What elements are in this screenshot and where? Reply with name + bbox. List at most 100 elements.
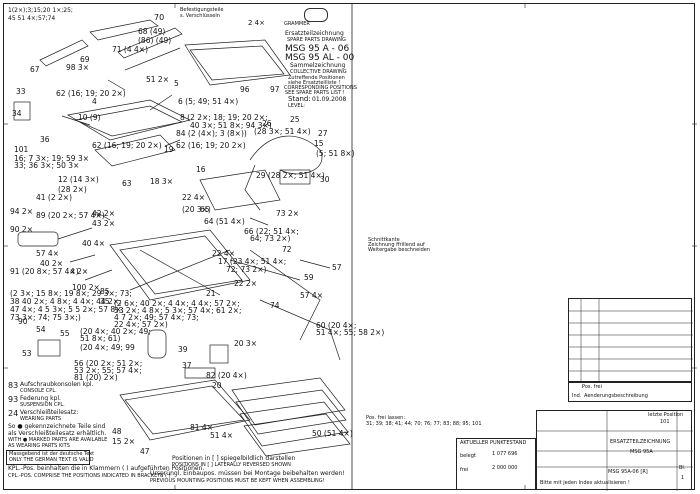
kpl-note-de: KPL.-Pos. beinhalten die in Klammern ( )… — [8, 465, 205, 472]
callout: 4 — [92, 97, 97, 106]
callout: 98 3× — [66, 63, 89, 72]
callout: 53 2×; 55; 57 4×; — [74, 366, 142, 375]
callout: 16 — [196, 165, 206, 174]
callout: 53 2×; 4 8×; 5 3×; 57 4×; 61 2×; — [114, 306, 242, 315]
callout: 8 (2 2×; 18; 19; 20 2×; — [180, 113, 268, 122]
model-2: MSG 95 AL - 00 — [285, 53, 355, 63]
ersatz-title: ERSATZTEILZEICHNUNG — [610, 439, 671, 445]
callout: 40 4× — [82, 239, 105, 248]
callout: 48 — [112, 427, 122, 436]
callout: (2 3×; 15 8×; 19 8×; 29 3×; 73; — [10, 289, 132, 298]
callout: 22 4× — [212, 249, 235, 258]
kpl-note-en: CPL.-POS. COMPRISE THE POSITIONS INDICAT… — [8, 473, 171, 479]
callout: 42 2× — [92, 209, 115, 218]
callout: 35 — [100, 297, 110, 306]
callout: (20 4×; 40 2×; 49; — [80, 327, 151, 336]
callout: (20 4×; 49; 99 — [80, 343, 135, 352]
urspr-en: PREVIOUS MOUNTING POSITIONS MUST BE KEPT… — [150, 478, 325, 484]
callout: 82 (20 4×) — [206, 371, 247, 380]
note-2: siehe Ersatzteilliste ! — [288, 80, 341, 86]
callout: 30 — [320, 175, 330, 184]
callout-70: 70 — [154, 13, 165, 22]
sammel-de: Sammelzeichnung — [290, 62, 346, 69]
callout: 39 — [178, 345, 188, 354]
aenderung-cell: Aenderungsbeschreibung — [584, 393, 648, 399]
msg95a-label: MSG 95A — [630, 449, 653, 455]
callout: 64 (51 4×) — [204, 217, 245, 226]
hinweis-en: ONLY THE GERMAN TEXT IS VALID — [9, 457, 94, 463]
callout: 29 (28 2×; 51 4×) — [256, 171, 325, 180]
callout: 40 3×; 51 8×; 94 3×) — [190, 121, 272, 130]
callout: 27 — [318, 129, 328, 138]
callout: 100 2× — [72, 283, 100, 292]
legend-24-text: Verschleißteilesatz: — [20, 409, 79, 416]
legend-so-de-2: als Verschleißteilesatz erhältlich. — [8, 430, 107, 437]
callout: 73 2× — [276, 209, 299, 218]
legend-24-sub: WEARING PARTS — [20, 416, 62, 422]
title-de: Ersatzteilzeichnung — [285, 30, 344, 37]
schnitt-2: Zeichnung ffrillend auf — [368, 242, 425, 248]
legend-so-en-2: AS WEARING PARTS KITS — [8, 443, 70, 449]
level-label: LEVEL: — [288, 103, 305, 109]
callout: 51 4× — [210, 431, 233, 440]
befest-note-2: s. Verschlüsseln — [180, 13, 220, 19]
callout: 71 (4 4×) — [112, 45, 148, 54]
callout: 22 4× — [182, 193, 205, 202]
callout: 16; 7 3×; 19; 59 3× — [14, 154, 90, 163]
spiegel-en: POSITIONS IN [ ] LATERALLY REVERSED SHOW… — [172, 462, 291, 468]
callout: 22 4×; 57 2×) — [114, 320, 168, 329]
title-en: SPARE PARTS DRAWING — [287, 37, 346, 43]
callout: 26 — [262, 119, 272, 128]
callout: 20 — [212, 381, 222, 390]
callout: 84 (2 (4×); 3 (8×)) — [176, 129, 247, 138]
bitte-note: Bitte mit jeden Index aktualisieren ! — [540, 480, 630, 486]
callout: 12 (14 3×) — [58, 175, 99, 184]
callout: (86) (49) — [138, 36, 172, 45]
callout: (20 3×) — [182, 205, 211, 214]
pos-frei-values: 31; 39; 38; 41; 44; 70; 76; 77; 83; 88; … — [366, 421, 482, 427]
callout: 81 4× — [190, 423, 213, 432]
callout: 57 4× — [300, 291, 323, 300]
callout: 94 2× — [10, 207, 33, 216]
callout: 33; 36 3×; 50 3× — [14, 161, 80, 170]
legend-93-num: 93 — [8, 395, 19, 404]
callout: 91 (20 8×; 57 4×) — [10, 267, 79, 276]
stand-label: Stand: — [288, 95, 311, 103]
spiegel-de: Positionen in [ ] spiegelbildlich darste… — [172, 455, 296, 462]
callout: 54 — [36, 325, 46, 334]
callout: 37 — [182, 361, 192, 370]
legend-93-sub: SUSPENSION CPL. — [20, 402, 65, 408]
hinweis-box — [6, 450, 90, 465]
belegt-value: 1 077 696 — [492, 451, 518, 457]
sammel-en: COLLECTIVE DRAWING — [290, 69, 347, 75]
legend-so-en: WITH ● MARKED PARTS ARE AVAILABLE — [8, 437, 108, 443]
refs-top-left-2: 45 51 4×;57;74 — [8, 15, 56, 22]
callout: 74 — [270, 301, 280, 310]
callout: 40 2× — [40, 259, 63, 268]
callout-2-4x: 2 4× — [248, 19, 265, 27]
callout: 89 (20 2×; 57 4×) — [36, 211, 105, 220]
callout: 90 2× — [10, 225, 33, 234]
drawing-frame — [3, 3, 695, 490]
model-1: MSG 95 A - 06 — [285, 44, 350, 54]
callout: 67 — [30, 65, 40, 74]
callout: 63 — [122, 179, 132, 188]
callout: 38 40 2×; 4 8×; 4 4×; 44 2×; — [10, 297, 122, 306]
callout: 22 2× — [234, 279, 257, 288]
callout: 15 — [314, 139, 324, 148]
callout: 97 — [270, 85, 280, 94]
title-block-main — [536, 410, 693, 491]
schnitt-3: Weitergabe beschneiden — [368, 247, 431, 253]
callout: 19 — [164, 145, 174, 154]
callout: 85 — [100, 287, 110, 296]
punktestand-box — [456, 438, 536, 490]
ind-cell: Ind. — [572, 393, 582, 399]
callout: 72; 73 2×) — [226, 265, 267, 274]
callout: 17 (23 4×; 51 4×; — [218, 257, 287, 266]
doc-number: MSG 95A-06 [R] — [608, 469, 648, 475]
callout: 62 (16; 19; 20 2×) — [176, 141, 246, 150]
callout: 4 7 2×; 49; 57 4×; 73; — [114, 313, 199, 322]
callout: 41 (2 2×) — [36, 193, 72, 202]
callout: 60 (20 4×; — [316, 321, 357, 330]
revision-grid — [568, 298, 693, 383]
